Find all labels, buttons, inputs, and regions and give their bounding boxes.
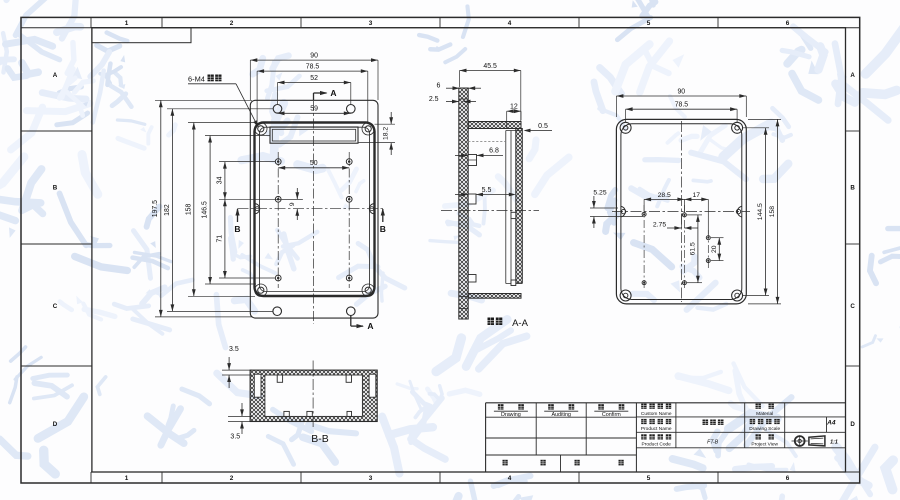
svg-text:78.5: 78.5	[306, 64, 320, 71]
svg-text:90: 90	[310, 53, 318, 60]
svg-text:C: C	[53, 303, 58, 310]
svg-text:1: 1	[125, 20, 129, 27]
svg-text:0.5: 0.5	[538, 123, 548, 130]
svg-text:197.5: 197.5	[152, 200, 159, 217]
svg-text:45.5: 45.5	[483, 63, 497, 70]
svg-text:Material: Material	[756, 411, 773, 417]
svg-text:A: A	[850, 72, 855, 79]
svg-text:B-B: B-B	[311, 433, 329, 445]
svg-text:Auditing: Auditing	[551, 412, 570, 418]
svg-text:3.5: 3.5	[229, 346, 239, 353]
svg-text:6-M4: 6-M4	[188, 75, 205, 84]
svg-text:90: 90	[677, 88, 685, 95]
svg-text:1: 1	[125, 475, 129, 482]
svg-text:71: 71	[217, 235, 224, 243]
svg-text:2.75: 2.75	[653, 221, 666, 228]
svg-text:20: 20	[711, 245, 718, 253]
svg-text:Product Code: Product Code	[642, 442, 672, 448]
svg-text:4: 4	[508, 475, 512, 482]
svg-text:158: 158	[769, 206, 776, 218]
svg-text:50: 50	[310, 160, 318, 167]
svg-text:B: B	[850, 185, 855, 192]
svg-text:17: 17	[693, 192, 701, 199]
svg-text:5.25: 5.25	[593, 190, 606, 197]
svg-text:Product Name: Product Name	[641, 426, 672, 432]
svg-text:182: 182	[164, 204, 171, 216]
svg-text:52: 52	[310, 75, 318, 82]
svg-text:18.2: 18.2	[383, 127, 390, 140]
svg-text:Drawing: Drawing	[501, 412, 521, 418]
svg-text:2: 2	[230, 20, 234, 27]
svg-text:6: 6	[436, 83, 440, 90]
svg-text:Custom Name: Custom Name	[641, 411, 672, 417]
svg-text:B: B	[380, 224, 386, 234]
svg-text:5.5: 5.5	[482, 187, 492, 194]
svg-text:9: 9	[289, 202, 296, 206]
svg-text:B: B	[53, 185, 58, 192]
svg-text:Confirm: Confirm	[602, 412, 621, 418]
svg-text:2.5: 2.5	[429, 96, 439, 103]
svg-text:D: D	[850, 421, 855, 428]
svg-text:B: B	[234, 224, 240, 234]
svg-text:158: 158	[185, 203, 192, 215]
svg-text:A4: A4	[826, 420, 836, 427]
svg-text:59: 59	[310, 106, 318, 113]
svg-text:6.8: 6.8	[489, 148, 499, 155]
svg-text:Drawing Scale: Drawing Scale	[749, 426, 780, 432]
svg-text:12: 12	[510, 104, 518, 111]
svg-text:D: D	[53, 421, 58, 428]
svg-text:A: A	[330, 88, 336, 98]
svg-text:3: 3	[369, 475, 373, 482]
svg-text:34: 34	[217, 176, 224, 184]
svg-text:3.5: 3.5	[230, 434, 240, 441]
svg-text:78.5: 78.5	[675, 102, 689, 109]
svg-text:3: 3	[369, 20, 373, 27]
svg-text:2: 2	[230, 475, 234, 482]
svg-text:A: A	[367, 321, 373, 331]
svg-text:4: 4	[508, 20, 512, 27]
svg-text:Project View: Project View	[751, 442, 778, 448]
svg-text:5: 5	[647, 20, 651, 27]
svg-text:61.5: 61.5	[690, 242, 697, 255]
svg-text:5: 5	[647, 475, 651, 482]
svg-text:28.5: 28.5	[658, 192, 671, 199]
svg-text:C: C	[850, 303, 855, 310]
svg-text:A: A	[53, 72, 58, 79]
svg-text:144.5: 144.5	[757, 203, 764, 220]
svg-text:1:1: 1:1	[830, 439, 838, 445]
svg-text:FT-B: FT-B	[707, 439, 719, 445]
svg-text:6: 6	[786, 475, 790, 482]
svg-text:A-A: A-A	[512, 318, 529, 329]
svg-text:146.5: 146.5	[202, 201, 209, 218]
svg-text:6: 6	[786, 20, 790, 27]
